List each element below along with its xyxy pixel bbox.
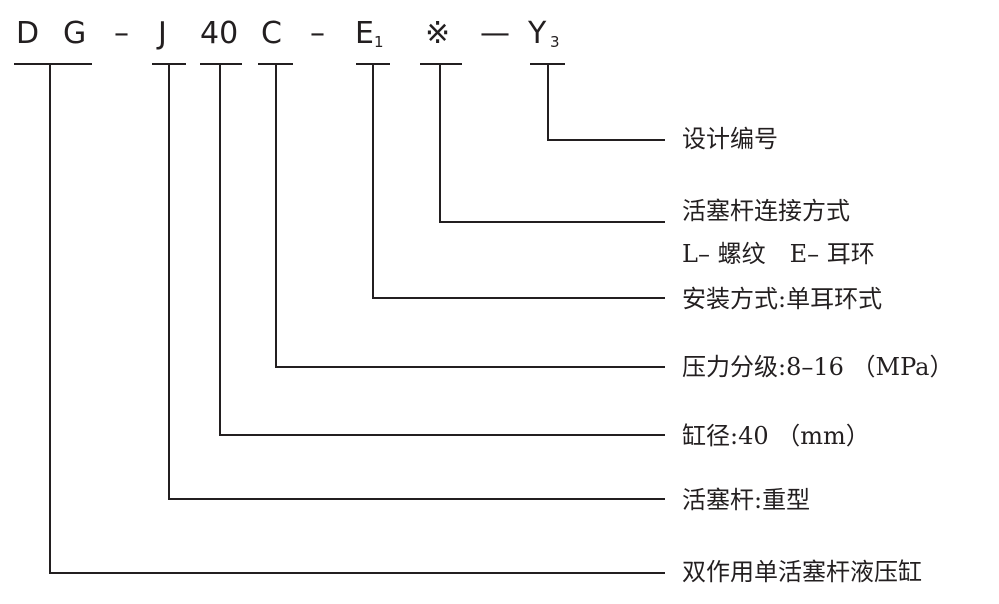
leader-rod-type	[168, 64, 665, 500]
leader-rod-connection	[439, 64, 665, 223]
leader-lines	[49, 64, 665, 574]
code-c: C	[261, 16, 282, 51]
label-rod-connection-title: 活塞杆连接方式	[682, 197, 850, 225]
model-code: D G – J 40 C – E 1 ※ — Y 3	[16, 16, 560, 51]
code-j: J	[156, 16, 167, 51]
label-rod-type: 活塞杆:重型	[682, 486, 810, 514]
label-design-number: 设计编号	[682, 125, 778, 153]
code-g: G	[63, 16, 86, 51]
label-mounting: 安装方式:单耳环式	[682, 285, 882, 313]
code-y: Y	[527, 16, 547, 51]
code-d: D	[16, 16, 39, 51]
label-rod-connection-options: L– 螺纹 E– 耳环	[682, 240, 875, 268]
label-bore-diameter: 缸径:40 （mm）	[682, 422, 870, 450]
leader-cylinder-type	[49, 64, 665, 574]
code-star: ※	[425, 16, 450, 51]
label-pressure-grade: 压力分级:8–16 （MPa）	[682, 353, 953, 381]
code-e: E	[355, 16, 374, 51]
code-dash-2: –	[310, 16, 325, 51]
leader-mounting	[372, 64, 665, 299]
code-dash-1: –	[114, 16, 129, 51]
leader-pressure-grade	[275, 64, 665, 368]
label-cylinder-type: 双作用单活塞杆液压缸	[682, 558, 922, 586]
leader-design-number	[547, 64, 665, 141]
code-y-subscript: 3	[550, 33, 560, 51]
descriptions: 设计编号 活塞杆连接方式 L– 螺纹 E– 耳环 安装方式:单耳环式 压力分级:…	[682, 125, 953, 586]
code-dash-3: —	[480, 16, 510, 51]
code-e-subscript: 1	[374, 33, 384, 51]
leader-bore-diameter	[219, 64, 665, 436]
code-bore: 40	[200, 16, 238, 51]
